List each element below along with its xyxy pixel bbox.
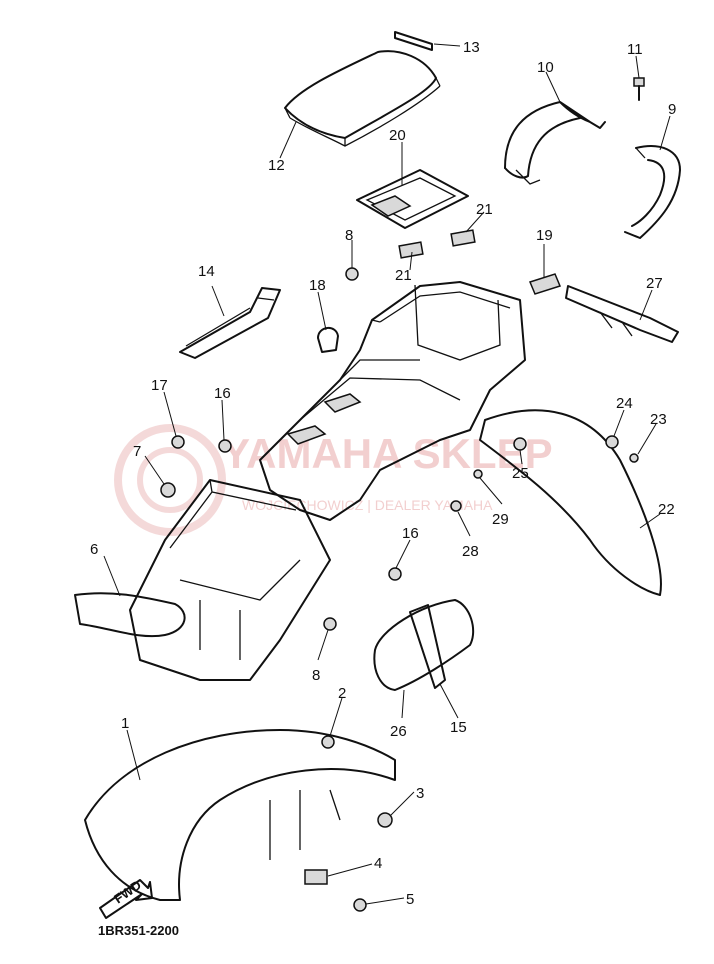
part-6-cover [74, 592, 186, 638]
rear-fender-assembly [259, 281, 526, 521]
part-10-grab-bar [504, 101, 606, 185]
part-27-bracket [565, 285, 679, 343]
callout-24: 24 [616, 395, 633, 412]
callout-10: 10 [537, 59, 554, 76]
callout-2: 2 [338, 685, 346, 702]
callout-8-bottom: 8 [312, 667, 320, 684]
part-22-tail [479, 409, 662, 596]
callout-16-lower: 16 [402, 525, 419, 542]
callout-22: 22 [658, 501, 675, 518]
callout-13: 13 [463, 39, 480, 56]
leader-lines [103, 43, 671, 905]
part-19-plate [528, 273, 562, 295]
watermark-brand: YAMAHA SKLEP [222, 430, 553, 477]
part-9-handle [624, 145, 681, 239]
callout-11: 11 [627, 41, 643, 58]
callout-23: 23 [650, 411, 667, 428]
callout-21-upper: 21 [476, 201, 493, 218]
front-arrow: FWD [99, 877, 153, 919]
callout-26: 26 [390, 723, 407, 740]
part-1-front-fender [84, 729, 396, 901]
callout-25: 25 [512, 465, 529, 482]
part-13-emblem [394, 31, 433, 51]
drawing-code: 1BR351-2200 [98, 923, 179, 938]
callout-5: 5 [406, 891, 414, 908]
callout-15: 15 [450, 719, 467, 736]
part-21-clips [398, 229, 476, 259]
part-11-bolt [633, 77, 645, 101]
callout-14: 14 [198, 263, 215, 280]
callout-7: 7 [133, 443, 141, 460]
callout-6: 6 [90, 541, 98, 558]
callout-18: 18 [309, 277, 326, 294]
callouts: 1 2 3 4 5 6 7 8 8 8 9 10 11 12 13 14 15 … [90, 39, 676, 908]
callout-16-upper: 16 [214, 385, 231, 402]
callout-8-top: 8 [345, 227, 353, 244]
callout-4: 4 [374, 855, 382, 872]
callout-17: 17 [151, 377, 168, 394]
part-14-bracket [179, 287, 281, 359]
callout-27: 27 [646, 275, 663, 292]
hardware [160, 267, 639, 912]
callout-19: 19 [536, 227, 553, 244]
callout-3: 3 [416, 785, 424, 802]
part-12-seat [284, 50, 441, 147]
callout-28: 28 [462, 543, 479, 560]
part-26-cover [373, 599, 475, 691]
callout-1: 1 [121, 715, 129, 732]
callout-9: 9 [668, 101, 676, 118]
part-20-tray [356, 169, 469, 229]
callout-29: 29 [492, 511, 509, 528]
callout-20: 20 [389, 127, 406, 144]
callout-21-lower: 21 [395, 267, 412, 284]
part-18-clamp [317, 327, 339, 353]
callout-12: 12 [268, 157, 285, 174]
